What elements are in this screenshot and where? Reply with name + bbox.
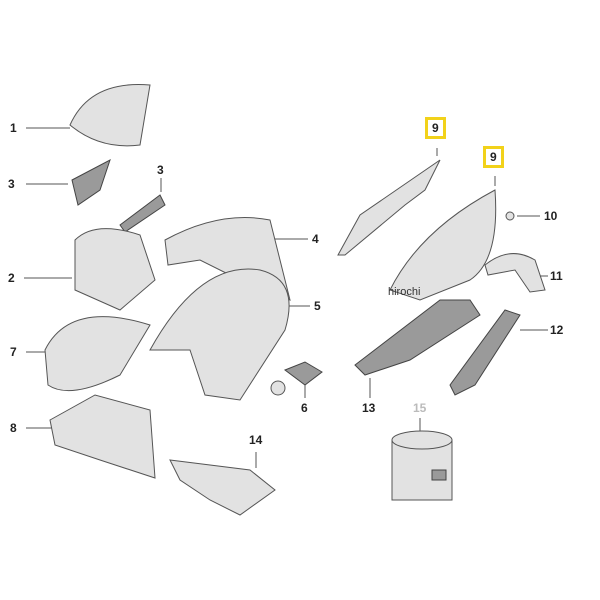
part-inner-fender <box>49 394 156 479</box>
label-12: 12 <box>550 323 564 337</box>
label-10: 10 <box>544 209 558 223</box>
label-6: 6 <box>301 401 308 415</box>
watermark: hirochi <box>388 286 421 298</box>
label-8: 8 <box>10 421 17 435</box>
part-grommet-10 <box>505 211 515 221</box>
label-13: 13 <box>362 401 376 415</box>
label-14: 14 <box>249 433 263 447</box>
label-1: 1 <box>10 121 17 135</box>
leader-lines <box>24 127 548 468</box>
label-2: 2 <box>8 271 15 285</box>
part-cap-6 <box>270 380 286 396</box>
part-rail-13 <box>354 299 481 376</box>
label-9-highlighted: 9 <box>483 146 504 168</box>
label-11: 11 <box>550 269 563 283</box>
part-side-cover-9b <box>389 189 497 301</box>
label-4: 4 <box>312 232 319 246</box>
part-handle-11 <box>484 253 546 293</box>
label-3: 3 <box>157 163 164 177</box>
part-headlight-frame <box>74 228 156 311</box>
part-front-fender <box>44 316 151 392</box>
part-belly-pan-14 <box>169 459 276 516</box>
part-rail-12 <box>449 309 521 396</box>
label-9-highlighted: 9 <box>425 117 446 139</box>
part-grille-6 <box>283 361 323 386</box>
part-windscreen <box>69 84 151 147</box>
part-bracket-3b <box>119 194 166 233</box>
part-paint-can-15 <box>391 430 453 501</box>
label-15: 15 <box>413 401 427 415</box>
part-bracket-3a <box>71 158 111 206</box>
part-fairing-5 <box>149 268 290 401</box>
label-3: 3 <box>8 177 15 191</box>
label-5: 5 <box>314 299 321 313</box>
part-trim-9a <box>337 159 441 256</box>
label-7: 7 <box>10 345 17 359</box>
